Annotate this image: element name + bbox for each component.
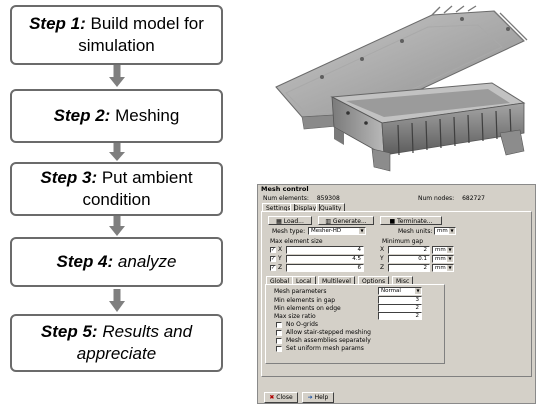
generate-icon: ▥ xyxy=(325,218,331,225)
axis-y-label: Y xyxy=(278,255,282,262)
mesh-type-value: Mesher-HD xyxy=(311,228,342,234)
no-ogrids-checkbox[interactable] xyxy=(276,322,282,328)
help-button[interactable]: ➜ Help xyxy=(302,392,334,403)
terminate-icon: ■ xyxy=(389,218,396,225)
min-elements-on-edge-label: Min elements on edge xyxy=(274,305,341,312)
settings-panel xyxy=(261,211,532,377)
gap-x-unit-select[interactable]: mm▼ xyxy=(432,246,454,254)
num-nodes-value: 682727 xyxy=(462,195,485,202)
num-nodes-label: Num nodes: xyxy=(418,195,455,202)
num-elements-label: Num elements: xyxy=(263,195,309,202)
help-icon: ➜ xyxy=(307,394,313,401)
step-5-label: Step 5: xyxy=(40,322,98,341)
gap-y-unit-value: mm xyxy=(435,256,446,262)
mesh-assemblies-label: Mesh assemblies separately xyxy=(286,337,371,344)
enclosure-3d-model-image xyxy=(275,5,528,172)
chevron-down-icon: ▼ xyxy=(447,247,453,253)
global-tab-panel xyxy=(265,284,445,364)
terminate-button-label: Terminate... xyxy=(397,218,433,225)
help-button-label: Help xyxy=(314,394,329,401)
chevron-down-icon: ▼ xyxy=(447,265,453,271)
max-size-y-field[interactable]: 4.5 xyxy=(286,255,364,263)
chevron-down-icon: ▼ xyxy=(359,228,365,234)
gap-x-label: X xyxy=(380,246,385,253)
mesh-units-select[interactable]: mm ▼ xyxy=(434,227,456,235)
step-1-box: Step 1: Build model for simulation xyxy=(10,5,223,65)
minimum-gap-label: Minimum gap xyxy=(382,238,424,245)
load-button-label: Load... xyxy=(283,218,304,225)
step-2-text: Meshing xyxy=(115,106,180,125)
max-size-ratio-label: Max size ratio xyxy=(274,313,316,320)
step-3-text: Put ambient condition xyxy=(82,168,193,209)
mesh-assemblies-checkbox[interactable] xyxy=(276,338,282,344)
min-elements-in-gap-label: Min elements in gap xyxy=(274,297,335,304)
arrow-1-2 xyxy=(109,65,125,87)
min-elements-on-edge-field[interactable]: 2 xyxy=(378,304,422,312)
chevron-down-icon: ▼ xyxy=(415,288,421,294)
mesh-type-label: Mesh type: xyxy=(272,228,306,235)
gap-y-unit-select[interactable]: mm▼ xyxy=(432,255,454,263)
generate-button-label: Generate... xyxy=(332,218,367,225)
step-1-text: Build model for simulation xyxy=(78,14,204,55)
mesh-control-dialog: Mesh control Num elements: 859308 Num no… xyxy=(257,184,536,404)
axis-x-checkbox[interactable]: ✓ xyxy=(270,247,276,253)
step-5-box: Step 5: Results and appreciate xyxy=(10,314,223,372)
generate-button[interactable]: ▥ Generate... xyxy=(318,216,374,225)
max-size-z-field[interactable]: 6 xyxy=(286,264,364,272)
gap-z-label: Z xyxy=(380,264,385,271)
close-icon: ✖ xyxy=(269,394,275,401)
close-button-label: Close xyxy=(276,394,293,401)
chevron-down-icon: ▼ xyxy=(449,228,455,234)
axis-z-checkbox[interactable]: ✓ xyxy=(270,265,276,271)
step-3-box: Step 3: Put ambient condition xyxy=(10,162,223,216)
close-button[interactable]: ✖ Close xyxy=(264,392,298,403)
axis-y-checkbox[interactable]: ✓ xyxy=(270,256,276,262)
step-3-label: Step 3: xyxy=(40,168,98,187)
step-4-label: Step 4: xyxy=(56,252,114,271)
uniform-mesh-checkbox[interactable] xyxy=(276,346,282,352)
gap-z-field[interactable]: 2 xyxy=(388,264,430,272)
step-1-label: Step 1: xyxy=(29,14,86,33)
mesh-units-value: mm xyxy=(437,228,448,234)
max-size-x-field[interactable]: 4 xyxy=(286,246,364,254)
gap-x-field[interactable]: 2 xyxy=(388,246,430,254)
axis-x-label: X xyxy=(278,246,283,253)
mesh-parameters-select[interactable]: Normal ▼ xyxy=(378,287,422,295)
arrow-2-3 xyxy=(109,143,125,161)
mesh-parameters-value: Normal xyxy=(381,288,401,294)
mesh-parameters-label: Mesh parameters xyxy=(274,288,327,295)
gap-y-field[interactable]: 0.1 xyxy=(388,255,430,263)
arrow-3-4 xyxy=(109,216,125,236)
stair-stepped-label: Allow stair-stepped meshing xyxy=(286,329,371,336)
gap-z-unit-value: mm xyxy=(435,265,446,271)
max-element-size-label: Max element size xyxy=(270,238,323,245)
gap-z-unit-select[interactable]: mm▼ xyxy=(432,264,454,272)
step-5-text: Results and appreciate xyxy=(76,322,193,363)
step-4-box: Step 4: analyze xyxy=(10,237,223,287)
load-button[interactable]: ▦ Load... xyxy=(268,216,312,225)
step-2-box: Step 2: Meshing xyxy=(10,89,223,143)
min-elements-in-gap-field[interactable]: 3 xyxy=(378,296,422,304)
stair-stepped-checkbox[interactable] xyxy=(276,330,282,336)
mesh-units-label: Mesh units: xyxy=(398,228,433,235)
load-icon: ▦ xyxy=(276,218,282,225)
no-ogrids-label: No O-grids xyxy=(286,321,318,328)
num-elements-readout: Num elements: 859308 xyxy=(263,195,340,202)
axis-z-label: Z xyxy=(278,264,283,271)
gap-y-label: Y xyxy=(380,255,384,262)
max-size-ratio-field[interactable]: 2 xyxy=(378,312,422,320)
gap-x-unit-value: mm xyxy=(435,247,446,253)
chevron-down-icon: ▼ xyxy=(447,256,453,262)
step-4-text: analyze xyxy=(117,252,177,271)
step-2-label: Step 2: xyxy=(53,106,111,125)
arrow-4-5 xyxy=(109,289,125,312)
mesh-type-select[interactable]: Mesher-HD ▼ xyxy=(308,227,366,235)
num-nodes-readout: Num nodes: 682727 xyxy=(418,195,485,202)
dialog-title: Mesh control xyxy=(261,185,309,193)
terminate-button[interactable]: ■ Terminate... xyxy=(380,216,442,225)
num-elements-value: 859308 xyxy=(316,195,340,202)
uniform-mesh-label: Set uniform mesh params xyxy=(286,345,364,352)
